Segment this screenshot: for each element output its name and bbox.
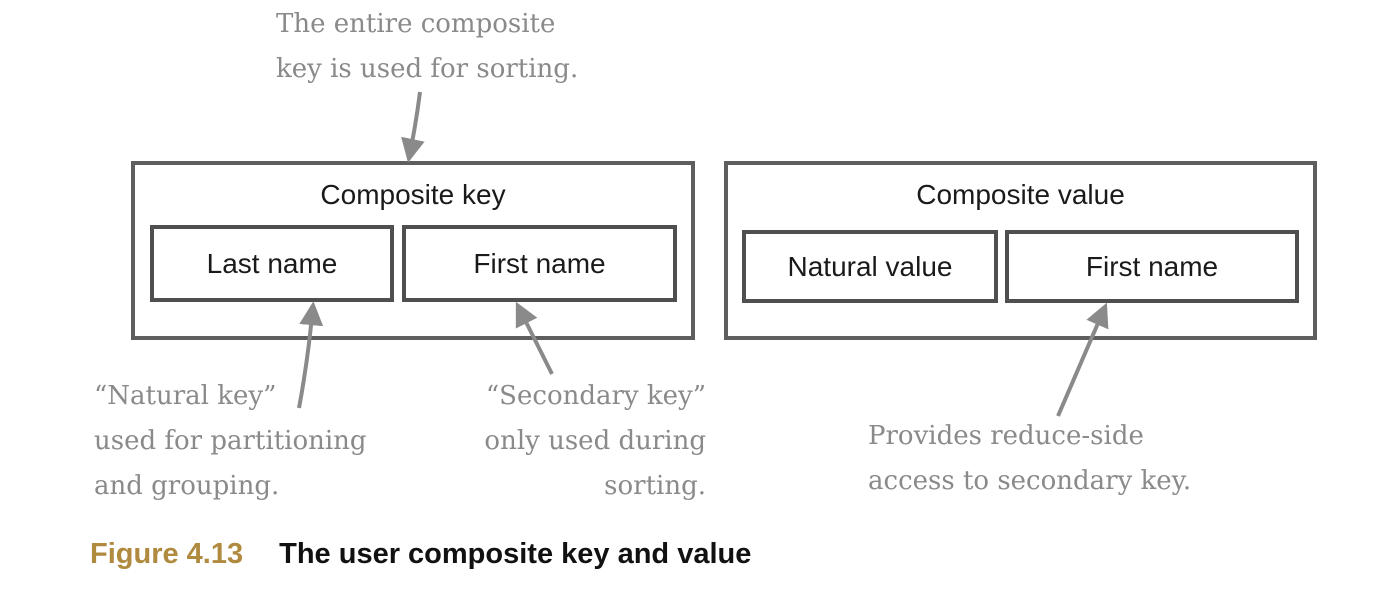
value-first-name-field: First name [1005,230,1299,303]
annotation-natural-key: “Natural key” used for partitioning and … [94,381,367,501]
annotation-secondary-key: “Secondary key” only used during sorting… [484,381,706,501]
key-first-name-field: First name [402,225,677,302]
annotation-reduce-side: Provides reduce-side access to secondary… [868,421,1192,496]
annotation-composite-sorting: The entire composite key is used for sor… [276,9,579,84]
arrow-to-composite-key [401,91,425,163]
arrow-to-value-first-name [1056,302,1109,417]
composite-value-title: Composite value [916,179,1125,210]
figure-title: The user composite key and value [279,538,752,570]
composite-key-title: Composite key [320,179,506,210]
figure-number: Figure 4.13 [90,538,244,570]
arrow-to-key-first-name [515,301,554,375]
last-name-field: Last name [150,225,394,302]
arrow-to-last-name [297,301,324,409]
figure-caption: Figure 4.13 The user composite key and va… [90,538,751,571]
natural-value-field: Natural value [742,230,998,303]
